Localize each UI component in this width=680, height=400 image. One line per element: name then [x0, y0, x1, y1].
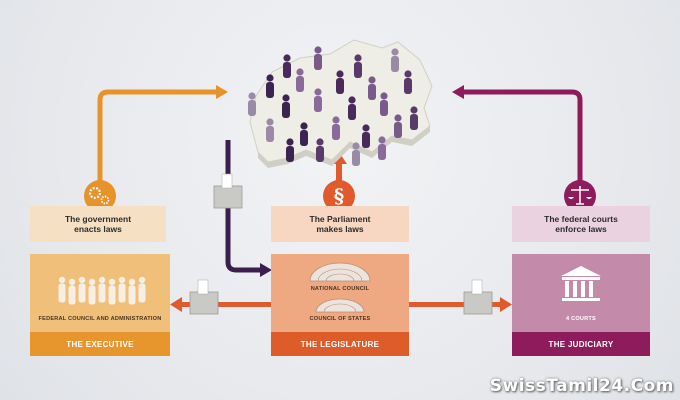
courthouse-icon [561, 266, 601, 301]
executive-footer: THE EXECUTIVE [66, 339, 134, 349]
council-of-states-chamber-icon [315, 298, 365, 313]
executive-to-people-arrow [97, 85, 228, 210]
legislature-footer: THE LEGISLATURE [300, 339, 380, 349]
ballot-box-icon [189, 279, 219, 315]
people-group-icon [58, 276, 146, 305]
judiciary-caption: The federal courts enforce laws [512, 206, 650, 242]
switzerland-map-people-icon [248, 39, 433, 168]
scales-icon [564, 180, 596, 212]
gears-icon [84, 180, 116, 212]
ballot-box-icon [213, 173, 243, 209]
legislature-footer-bg [271, 332, 409, 356]
judiciary-footer-bg [512, 332, 650, 356]
legislature-to-executive-arrow [170, 297, 272, 312]
people-to-legislature-arrow [225, 140, 272, 277]
judiciary-to-people-arrow [452, 85, 583, 210]
executive-footer-bg [30, 332, 170, 356]
legislature-to-judiciary-arrow [408, 297, 512, 312]
paragraph-icon: § [323, 180, 355, 212]
svg-text:§: § [334, 184, 344, 208]
council-of-states-label: COUNCIL OF STATES [309, 316, 371, 322]
judiciary-footer: THE JUDICIARY [548, 339, 614, 349]
executive-caption: The government enacts laws [30, 206, 166, 242]
watermark-text: SwissTamil24.Com [489, 376, 674, 396]
executive-body-label: FEDERAL COUNCIL AND ADMINISTRATION [38, 316, 162, 322]
national-council-label: NATIONAL COUNCIL [310, 286, 370, 292]
judiciary-body-label: 4 COURTS [566, 316, 596, 322]
national-council-chamber-icon [309, 262, 371, 282]
legislature-caption: The Parliament makes laws [271, 206, 409, 242]
ballot-box-icon [463, 279, 493, 315]
